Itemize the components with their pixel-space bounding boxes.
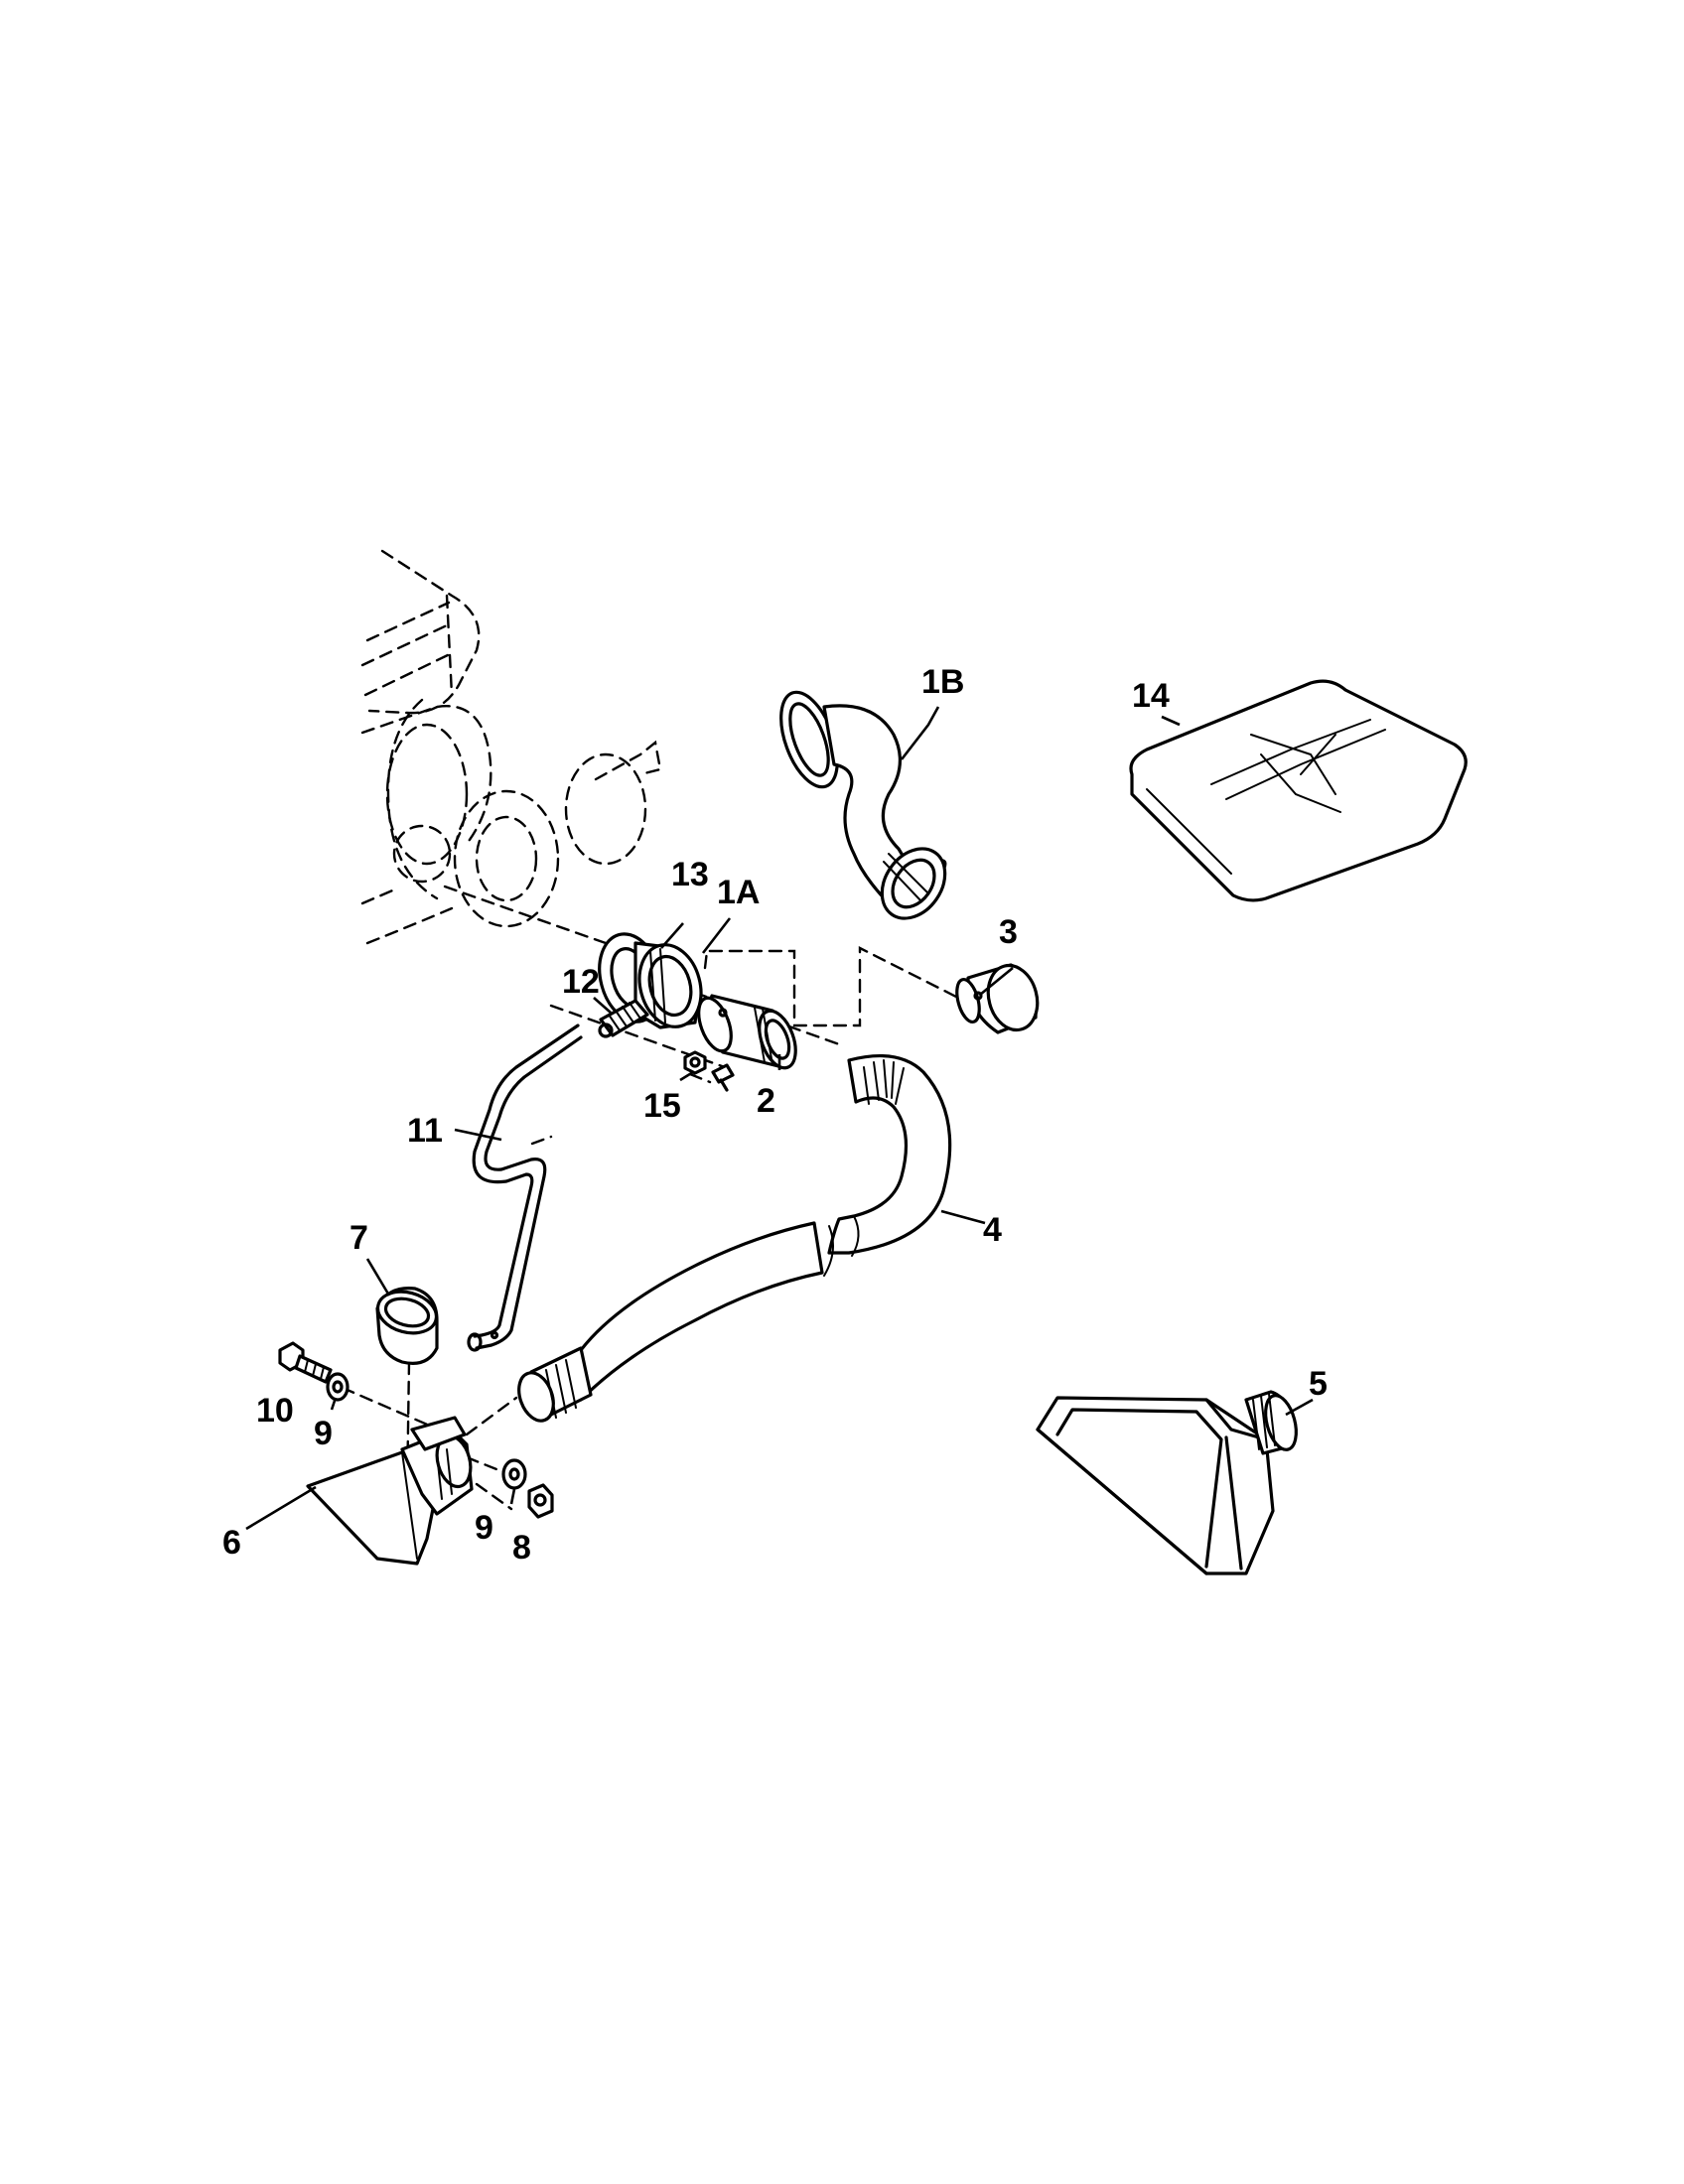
part-10-bolt	[278, 1341, 333, 1384]
part-9-washer-b	[501, 1458, 527, 1490]
callout-7: 7	[350, 1219, 368, 1257]
callout-13: 13	[671, 856, 709, 893]
part-11-bent-rod	[467, 1024, 583, 1352]
part-7-clamp-ring	[375, 1287, 439, 1365]
callout-6: 6	[222, 1524, 241, 1562]
part-5-floor-nozzle	[1036, 1390, 1298, 1575]
part-14-mat	[1129, 679, 1468, 902]
callout-9-a: 9	[314, 1415, 333, 1452]
part-8-nut	[527, 1483, 554, 1519]
callout-3: 3	[999, 913, 1018, 951]
callout-1b: 1B	[921, 663, 964, 701]
part-6-nozzle	[306, 1416, 474, 1566]
callout-12: 12	[562, 963, 600, 1001]
leader-lines	[245, 706, 1314, 1531]
part-12-threaded-fitting	[598, 999, 649, 1038]
callout-5: 5	[1309, 1365, 1328, 1403]
callout-14: 14	[1132, 677, 1170, 715]
part-2-coupling	[697, 994, 797, 1070]
part-9-washer-a	[326, 1372, 350, 1402]
callout-8: 8	[512, 1529, 531, 1567]
callout-2: 2	[757, 1082, 775, 1120]
part-4-flexible-hose	[517, 1054, 952, 1423]
callout-1a: 1A	[717, 874, 760, 911]
part-3-cap	[955, 963, 1040, 1034]
machine-outline-dashed	[360, 549, 662, 945]
callout-15: 15	[643, 1087, 681, 1125]
callout-9-b: 9	[475, 1509, 493, 1547]
callout-11: 11	[407, 1112, 443, 1150]
part-15-nut-screw	[683, 1050, 735, 1092]
callout-10: 10	[256, 1392, 294, 1430]
callout-4: 4	[983, 1211, 1002, 1249]
part-1b-elbow-pipe	[779, 690, 947, 920]
